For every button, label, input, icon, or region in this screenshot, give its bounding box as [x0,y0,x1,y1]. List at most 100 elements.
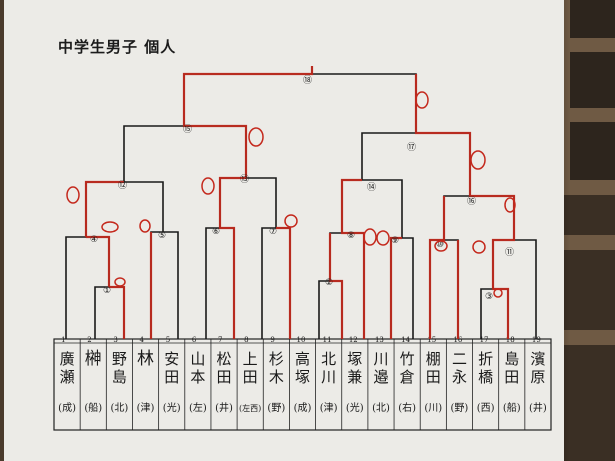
match-6-line [205,227,235,339]
entry-name-char: 川 [373,350,388,368]
match-number: ⑬ [240,174,249,185]
entry-seed: 14 [401,336,410,344]
entry-seed: 10 [297,336,306,344]
entry-school: (北) [372,402,390,414]
score-mark [201,177,215,195]
score-mark [139,219,151,233]
entry-name-char: 本 [190,368,205,386]
score-mark [248,127,264,147]
bracket-lines [65,66,537,339]
match-7-line [261,227,291,339]
match-number: ⑨ [391,236,399,246]
entry-name-char: 高 [295,350,310,368]
match-number: ⑮ [183,124,192,135]
entry-name-char: 塚 [347,350,362,368]
match-number: ① [103,286,111,296]
win-trace-7 [276,226,292,339]
entry-seed: 4 [140,336,145,344]
match-number: ⑫ [118,180,127,191]
entry-school: (井) [215,401,233,414]
win-trace-final [182,66,314,339]
entry-school: (津) [320,402,338,414]
entry-school: (野) [451,402,469,414]
entry-name-char: 廣 [60,350,75,368]
entry-name-char: 棚 [426,350,441,368]
match-number: ⑧ [347,231,355,241]
match-number: ⑥ [212,227,220,237]
entry-name-char: 松 [217,350,232,368]
entry-school: (光) [163,401,181,414]
entry-name-char: 塚 [295,368,310,386]
entry-seed: 2 [87,336,91,344]
score-mark [376,230,390,246]
entry-name-char: 田 [504,368,519,386]
entry-seed: 13 [375,336,384,344]
entry-seed: 1 [61,336,65,344]
score-mark [363,228,377,246]
entry-name-char: 安 [164,350,179,368]
score-mark [101,221,119,233]
entry-name-char: 折 [478,350,493,368]
score-mark [415,91,429,109]
entry-seed: 9 [270,336,274,344]
entry-school: (右) [398,401,416,414]
entry-school: (津) [137,402,155,414]
entry-school: (西) [477,403,495,414]
match-number: ③ [485,292,493,302]
win-trace-2 [328,233,344,339]
entry-name-char: 上 [243,350,258,368]
entry-name-char: 邉 [373,368,388,386]
match-number: ⑪ [505,247,514,258]
entry-seed: 8 [244,336,248,344]
entry-name-char: 杉 [269,350,284,368]
entry-seed: 5 [166,336,170,344]
entry-school: (成) [58,402,76,414]
score-mark [66,186,80,204]
bracket-sheet [4,0,564,461]
entry-seed: 17 [480,336,489,344]
entry-name-char: 山 [190,350,205,368]
entry-school: (船) [503,401,521,414]
score-mark [504,197,516,213]
entry-name-char: 野 [112,350,127,368]
entry-name-char: 田 [164,368,179,386]
entry-seed: 16 [453,336,462,344]
win-trace-1 [109,285,126,339]
score-mark [472,240,486,254]
entry-seed: 6 [192,336,197,344]
entry-name-char: 瀬 [60,368,75,386]
name-cells: 1廣瀬(成)2榊(船)3野島(北)4林(津)5安田(光)6山本(左)7松田(井)… [58,336,547,430]
win-trace-9 [389,236,402,339]
match-9-line [390,237,414,339]
entry-school: (左) [189,401,207,414]
entry-seed: 19 [532,336,541,344]
entry-seed: 15 [427,336,436,344]
entry-school: (井) [529,401,547,414]
entry-name-char: 竹 [400,350,415,368]
entry-name-char: 田 [426,368,441,386]
entry-seed: 11 [323,336,332,344]
score-mark [493,288,503,298]
match-number: ⑰ [407,142,416,153]
match-10-line [429,239,459,339]
entry-name-char: 榊 [85,349,102,369]
entry-name-char: 田 [243,368,258,386]
match-number: ⑱ [303,75,312,86]
entry-name-char: 木 [269,368,284,386]
entry-school: (光) [346,401,364,414]
match-number: ⑭ [367,182,376,193]
entry-name-char: 島 [504,350,519,368]
entry-school: (成) [294,402,312,414]
entry-name-char: 田 [217,368,232,386]
entry-school: (野) [267,402,285,414]
score-mark [434,240,448,252]
entry-name-char: 島 [112,368,127,386]
entry-name-char: 倉 [400,368,415,386]
score-marks [66,91,516,298]
match-number: ⑤ [158,231,166,241]
entry-seed: 12 [349,336,358,344]
entry-name-char: 橋 [478,368,493,386]
name-table-border [53,338,552,431]
score-mark [284,214,298,228]
entry-seed: 18 [506,336,515,344]
